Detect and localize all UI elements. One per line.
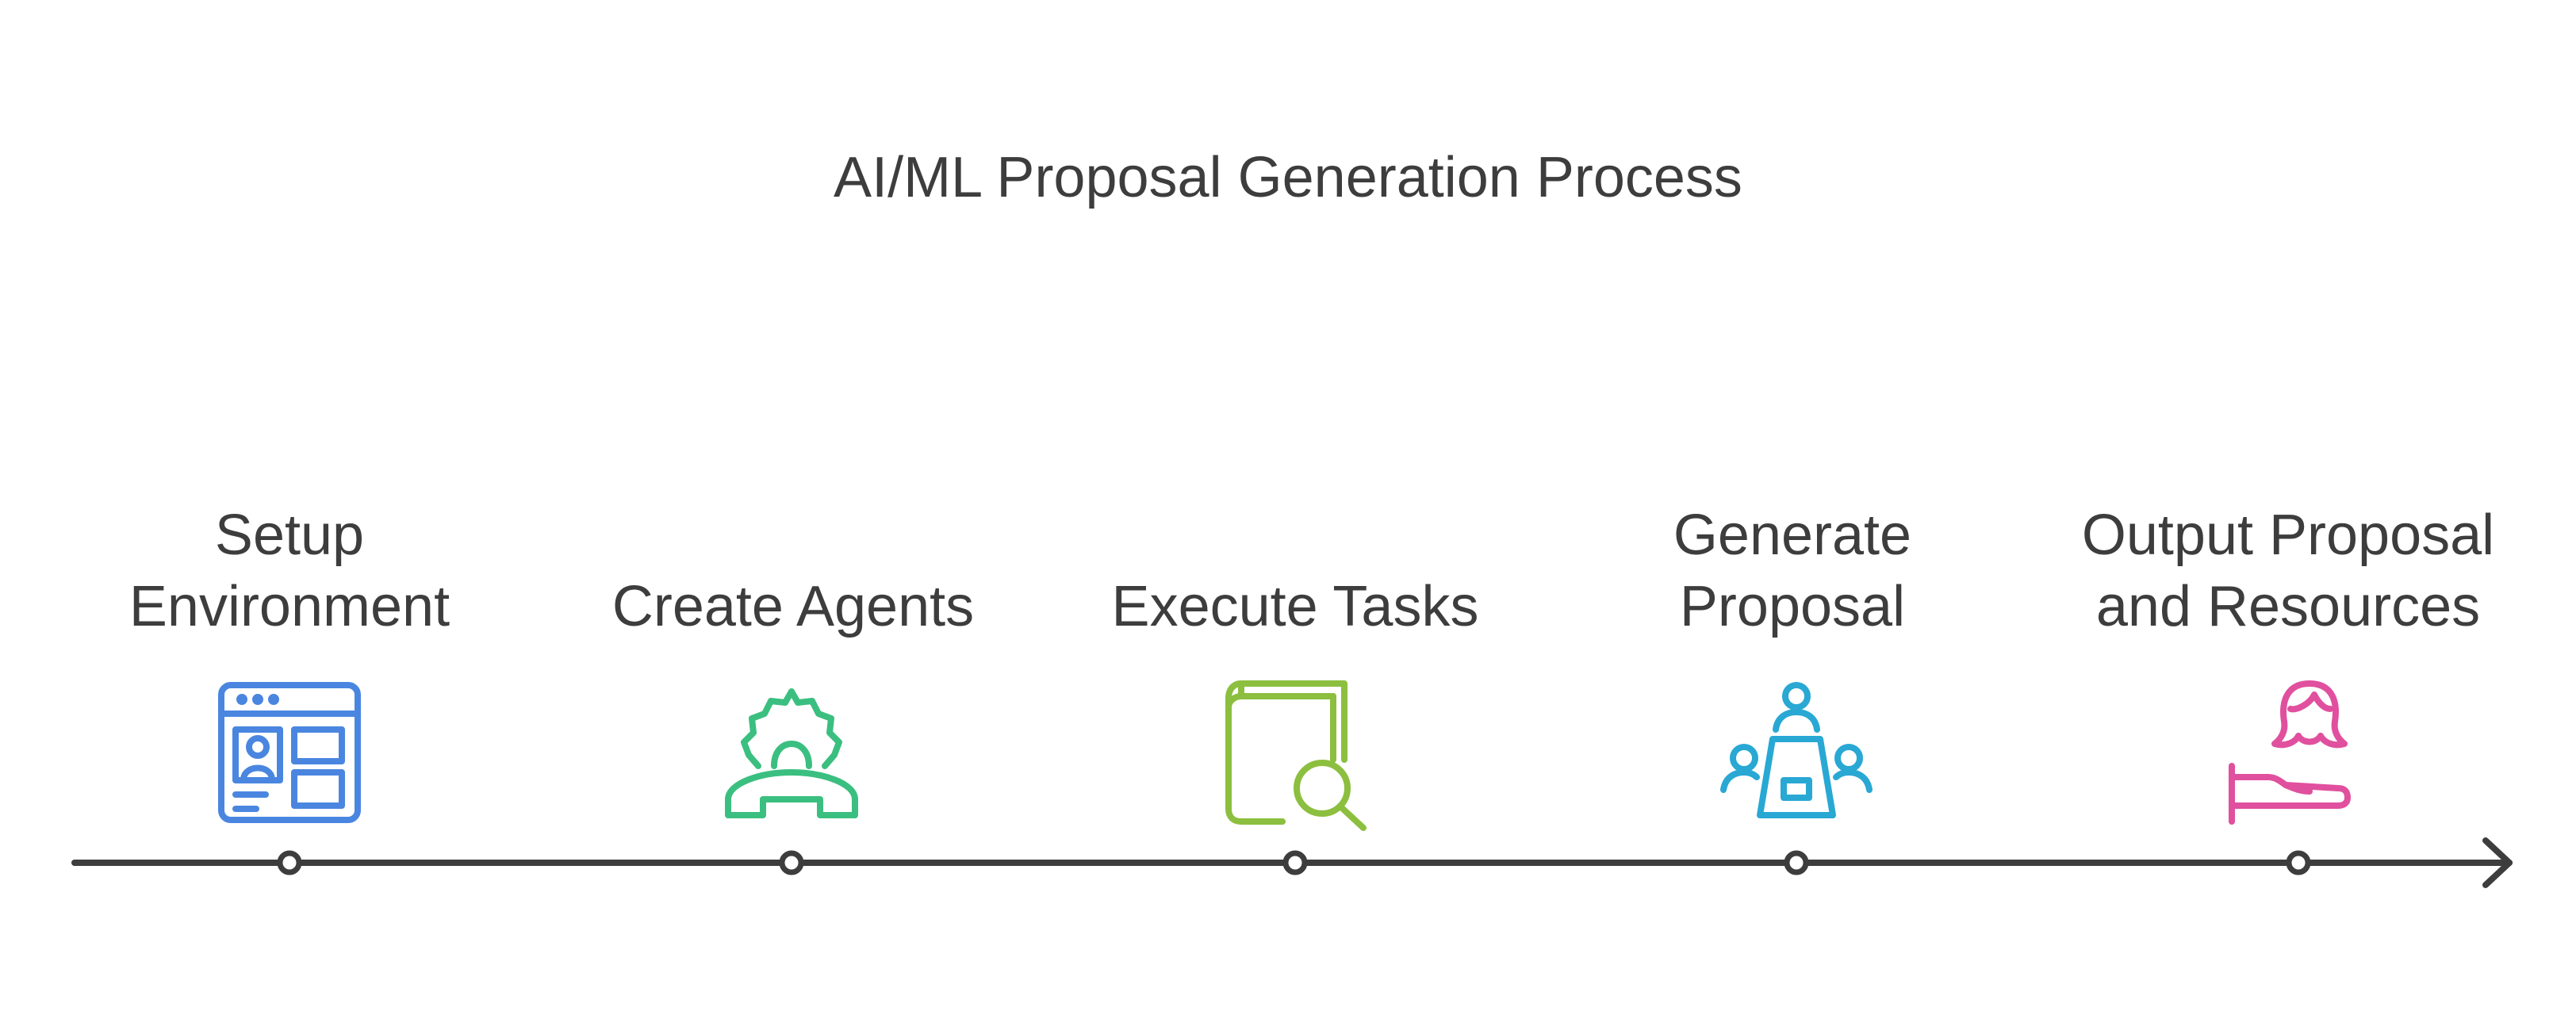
step-label-output-proposal: Output Proposal and Resources xyxy=(2081,504,2495,638)
page-title: AI/ML Proposal Generation Process xyxy=(834,146,1742,209)
person-hand-icon xyxy=(2221,672,2379,831)
timeline-marker-generate-proposal xyxy=(1784,850,1809,875)
timeline-arrowhead xyxy=(2482,837,2513,888)
book-search-icon xyxy=(1217,672,1376,831)
timeline-marker-create-agents xyxy=(779,850,804,875)
step-label-generate-proposal: Generate Proposal xyxy=(1673,504,1912,638)
step-label-setup-environment: Setup Environment xyxy=(128,504,450,638)
timeline-marker-output-proposal xyxy=(2286,850,2311,875)
step-label-create-agents: Create Agents xyxy=(611,575,975,638)
timeline-marker-execute-tasks xyxy=(1282,850,1308,875)
dashboard-layout-icon xyxy=(210,672,369,831)
step-label-execute-tasks: Execute Tasks xyxy=(1111,575,1479,638)
timeline-marker-setup-environment xyxy=(277,850,302,875)
meeting-table-icon xyxy=(1717,672,1876,831)
gear-phone-icon xyxy=(712,672,871,831)
